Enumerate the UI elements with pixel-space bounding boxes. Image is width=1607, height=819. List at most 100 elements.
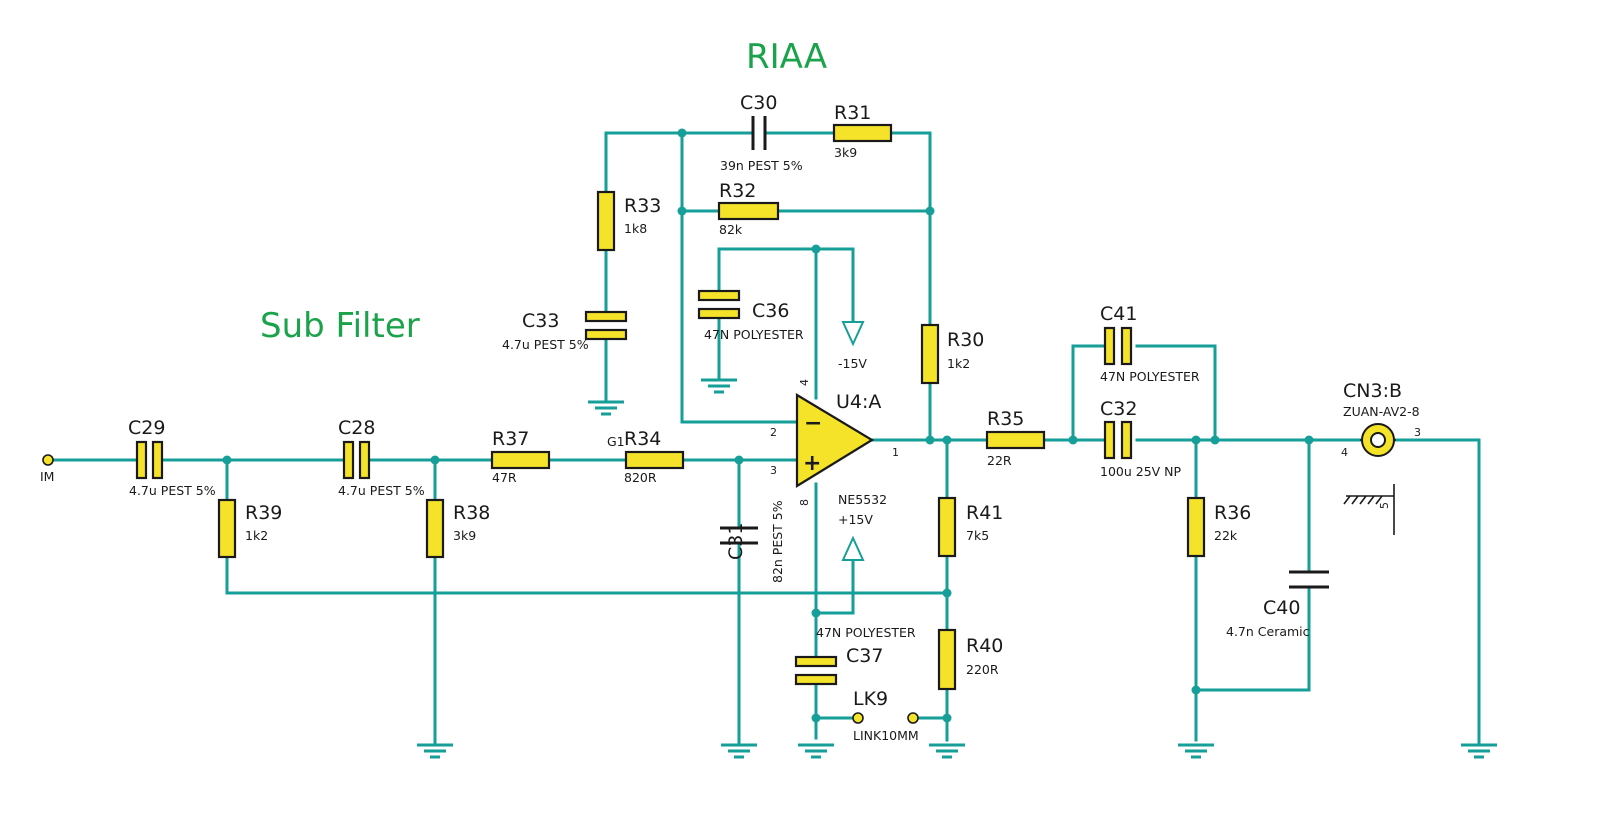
wire-cn3-out (1392, 438, 1481, 747)
lk9-pad-right (907, 712, 919, 724)
sub-filter-title: Sub Filter (260, 306, 420, 346)
opamp-body (795, 393, 875, 488)
r35-ref: R35 (987, 408, 1024, 430)
ground-symbol (417, 743, 453, 759)
junction (1210, 435, 1220, 445)
neg-supply-label: -15V (838, 356, 867, 371)
c30-ref: C30 (740, 92, 777, 114)
cn3b-pin-out: 3 (1414, 426, 1421, 439)
junction (811, 713, 821, 723)
r34-body (624, 450, 685, 470)
c40-value: 4.7n Ceramic (1226, 624, 1310, 639)
r36-value: 22k (1214, 528, 1238, 543)
r33-value: 1k8 (624, 221, 647, 236)
junction (925, 206, 935, 216)
r40-ref: R40 (966, 635, 1003, 657)
r38-ref: R38 (453, 502, 490, 524)
r36-ref: R36 (1214, 502, 1251, 524)
c32-plate (1120, 420, 1133, 460)
c28-value: 4.7u PEST 5% (338, 483, 425, 498)
junction (222, 455, 232, 465)
wire-c40-bot (1194, 587, 1311, 692)
u4a-pin-vneg: 4 (798, 379, 811, 386)
cn3b-ref: CN3:B (1343, 380, 1402, 402)
c32-ref: C32 (1100, 398, 1137, 420)
wires (46, 131, 1481, 747)
wire-c41-right (1135, 344, 1217, 442)
u4a-pin-vpos: 8 (798, 499, 811, 506)
cn3b-value: ZUAN-AV2-8 (1343, 404, 1420, 419)
r31-ref: R31 (834, 102, 871, 124)
c32-value: 100u 25V NP (1100, 464, 1182, 479)
r31-value: 3k9 (834, 145, 857, 160)
r38-body (425, 498, 445, 559)
u4a-pin-noninv: 3 (770, 464, 777, 477)
r32-body (717, 201, 780, 221)
neg-supply-arrow-icon (841, 321, 865, 347)
r41-value: 7k5 (966, 528, 989, 543)
r35-body (985, 430, 1046, 450)
wire-r39-bot (225, 555, 949, 595)
c41-plate (1120, 326, 1133, 366)
connector-cn3b (1343, 423, 1396, 535)
r41-body (937, 496, 957, 558)
junction (1191, 685, 1201, 695)
r33-ref: R33 (624, 195, 661, 217)
lk9-ref: LK9 (853, 688, 888, 710)
c37-ref: C37 (846, 645, 883, 667)
c33-value: 4.7u PEST 5% (502, 337, 589, 352)
r36-body (1186, 496, 1206, 558)
chassis-ground-icon (1343, 484, 1395, 535)
r39-value: 1k2 (245, 528, 268, 543)
cn3b-pin-in: 4 (1341, 446, 1348, 459)
junction (942, 435, 952, 445)
c37-value: 47N POLYESTER (816, 625, 916, 640)
r40-value: 220R (966, 662, 999, 677)
junctions (222, 128, 1314, 723)
r30-value: 1k2 (947, 356, 970, 371)
r37-value: 47R (492, 470, 517, 485)
lk9-pad-left (852, 712, 864, 724)
cn3b-pin-gnd: 5 (1378, 502, 1391, 509)
c29-value: 4.7u PEST 5% (129, 483, 216, 498)
c41-ref: C41 (1100, 303, 1137, 325)
c41-plate (1103, 326, 1116, 366)
c30-value: 39n PEST 5% (720, 158, 803, 173)
junction (1304, 435, 1314, 445)
capacitors (135, 116, 1329, 686)
r37-ref: R37 (492, 428, 529, 450)
input-label: IM (40, 469, 54, 484)
junction (677, 206, 687, 216)
c29-plate (135, 440, 148, 480)
u4a-value: NE5532 (838, 492, 887, 507)
junction (430, 455, 440, 465)
r35-value: 22R (987, 453, 1012, 468)
c31-value: 82n PEST 5% (770, 500, 785, 583)
c31-ref: C31 (725, 523, 747, 560)
junction (942, 713, 952, 723)
junction (811, 244, 821, 254)
r39-ref: R39 (245, 502, 282, 524)
lk9-value: LINK10MM (853, 728, 919, 743)
wire-inv-input (680, 131, 802, 424)
c36-ref: C36 (752, 300, 789, 322)
c28-plate (342, 440, 355, 480)
grounds (417, 378, 1497, 759)
r41-ref: R41 (966, 502, 1003, 524)
opamp-minus-sign: − (804, 411, 822, 436)
c37-plate (794, 655, 838, 668)
c36-value: 47N POLYESTER (704, 327, 804, 342)
junction (942, 588, 952, 598)
c36-plate (697, 289, 741, 302)
r30-body (920, 323, 940, 385)
pos-supply-arrow-icon (841, 535, 865, 561)
pos-supply-label: +15V (838, 512, 873, 527)
wire-c36-top (717, 247, 818, 294)
opamp-plus-sign: + (803, 451, 821, 476)
u4a-pin-inv: 2 (770, 426, 777, 439)
riaa-title: RIAA (746, 37, 827, 77)
junction (677, 128, 687, 138)
c36-plate (697, 307, 741, 320)
r38-value: 3k9 (453, 528, 476, 543)
